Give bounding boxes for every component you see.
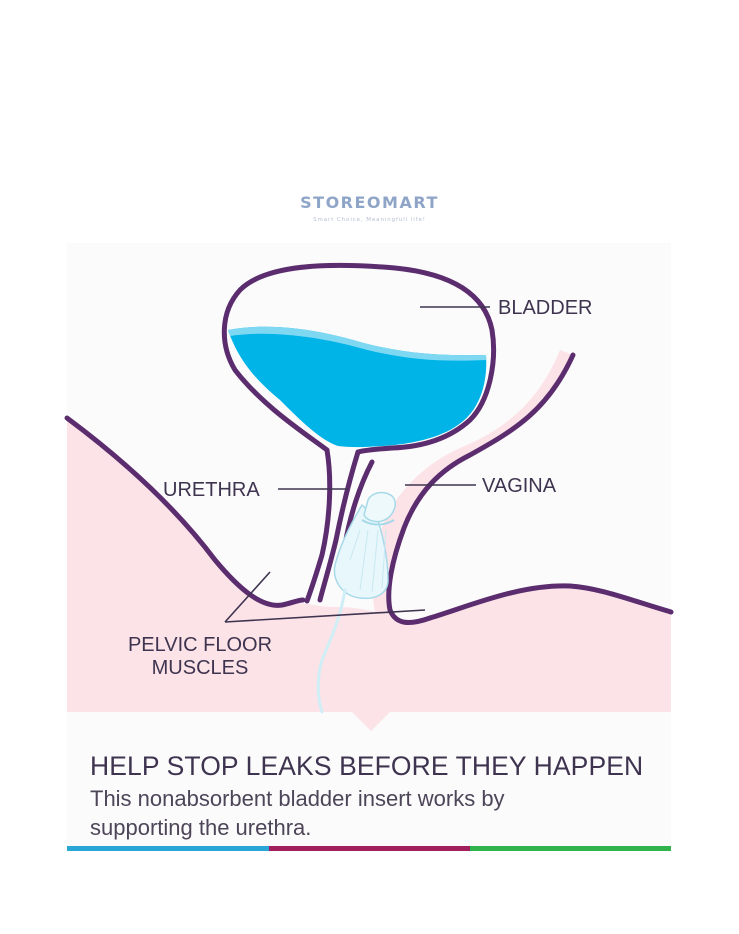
label-vagina: VAGINA [482, 475, 557, 497]
vagina-back-wall [386, 352, 576, 625]
caption-block: HELP STOP LEAKS BEFORE THEY HAPPEN This … [90, 750, 670, 842]
insert-device-top [363, 491, 396, 523]
bladder-outline [221, 262, 497, 455]
urethra-outline-right [317, 449, 361, 603]
pelvic-leader-line-1 [224, 571, 271, 623]
pelvic-leader-line-2 [224, 609, 426, 623]
bar-segment-blue [67, 846, 269, 851]
brand-tagline: Smart Choice, Meaningfull life! [313, 217, 426, 223]
insert-device-body [333, 503, 389, 600]
insert-device-band [361, 519, 395, 526]
brand-logo: STOREOMART Smart Choice, Meaningfull lif… [0, 193, 739, 223]
caption-body: This nonabsorbent bladder insert works b… [90, 786, 505, 840]
bar-segment-magenta [269, 846, 470, 851]
brand-name: STOREOMART [300, 193, 439, 212]
label-bladder: BLADDER [498, 297, 592, 319]
label-urethra: URETHRA [163, 479, 260, 501]
pelvic-tissue-area [67, 350, 671, 712]
caption-headline: HELP STOP LEAKS BEFORE THEY HAPPEN [90, 751, 644, 781]
bar-segment-green [470, 846, 671, 851]
body-contour-right [427, 583, 674, 621]
callout-notch [352, 712, 390, 731]
insert-removal-string [316, 588, 347, 714]
insert-device-pleat-1 [349, 529, 387, 593]
body-contour-left [64, 415, 306, 608]
urethra-outline-left [304, 447, 333, 604]
bladder-fluid-highlight [228, 326, 486, 361]
label-pelvic-floor-line2: MUSCLES [152, 657, 249, 679]
label-pelvic-floor-line1: PELVIC FLOOR [128, 634, 272, 656]
